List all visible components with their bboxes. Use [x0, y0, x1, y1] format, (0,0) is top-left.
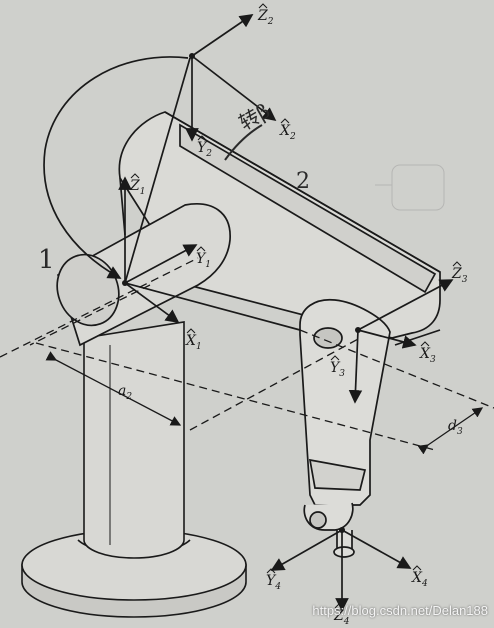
label-a2: a2	[118, 383, 132, 402]
rotation-arrow	[43, 56, 189, 279]
label-y3: Y3	[330, 360, 345, 379]
label-z3: Z3	[451, 266, 468, 285]
label-z1: Z1	[129, 178, 145, 197]
handwritten-stroke	[224, 124, 263, 161]
handwritten-link2: 2	[296, 169, 310, 194]
label-y2: Y2	[197, 140, 212, 159]
label-y1: Y1	[196, 251, 211, 270]
label-z4: Z4	[333, 608, 350, 624]
base	[21, 529, 247, 618]
label-y4: Y4	[266, 573, 281, 592]
handwritten-link1: 1	[38, 245, 55, 275]
column	[83, 321, 185, 559]
dimension-d3	[417, 407, 484, 455]
label-x2: X2	[279, 123, 296, 142]
label-x1: X1	[185, 333, 202, 352]
label-d3: d3	[448, 418, 463, 437]
link1-cylinder	[56, 203, 231, 347]
label-x3: X3	[419, 346, 436, 365]
dimension-a2	[45, 351, 182, 426]
watermark: https://blog.csdn.net/Delan188	[312, 603, 488, 618]
label-z2: Z2	[257, 8, 274, 27]
frame-axes	[118, 14, 454, 612]
frame-origins	[122, 53, 361, 533]
label-x4: X4	[411, 570, 428, 589]
link3-member	[299, 298, 391, 558]
hat-marks	[130, 3, 462, 609]
link-lines	[124, 57, 301, 331]
background-marks	[375, 164, 445, 211]
